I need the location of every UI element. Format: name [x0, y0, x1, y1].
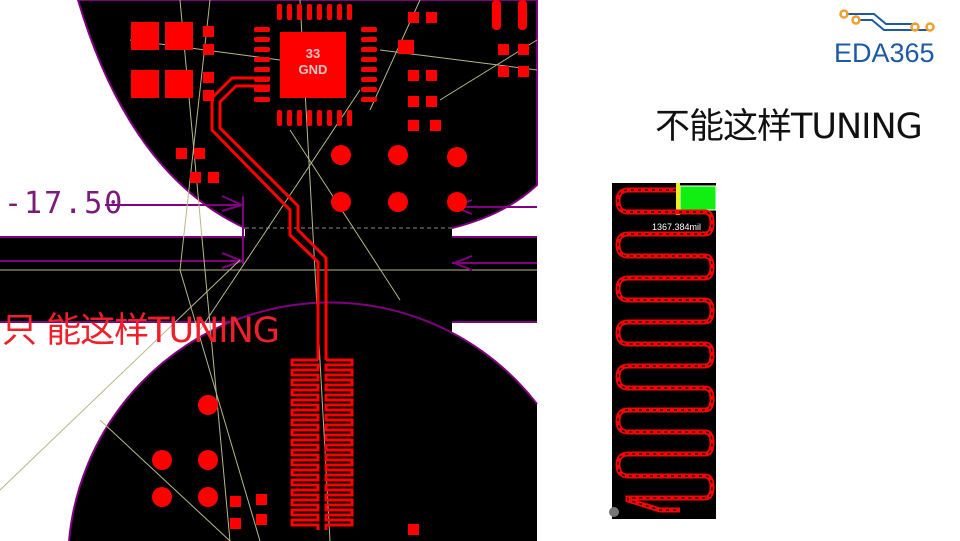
chip-pin [317, 110, 322, 126]
chip-pin [361, 37, 377, 42]
chip-pin [287, 4, 292, 20]
logo-circuit-icon [839, 9, 935, 32]
chip-pin [327, 110, 332, 126]
chip-pin [317, 4, 322, 20]
logo-text: EDA365 [834, 38, 935, 68]
chip-pin [361, 87, 377, 92]
chip-pin [254, 47, 270, 52]
chip-pin [361, 97, 377, 102]
chip-pin [337, 110, 342, 126]
chip-pin [254, 87, 270, 92]
chip-pin [361, 77, 377, 82]
tuning-inset [609, 183, 717, 519]
dimension-value: -17.50 [4, 186, 125, 221]
serpentine-trace [290, 358, 320, 530]
chip-pin [297, 4, 302, 20]
chip-pin [361, 57, 377, 62]
chip-net-name: GND [298, 62, 328, 77]
chip-pin [254, 97, 270, 102]
chip-pin [254, 27, 270, 32]
chip-pin [307, 4, 312, 20]
serpentine-trace [324, 358, 354, 530]
eda365-logo: EDA365 [834, 8, 954, 68]
chip-pin [307, 110, 312, 126]
pcb-board-left [0, 0, 538, 541]
chip-pin [287, 110, 292, 126]
chip-label: 33 GND [280, 46, 346, 78]
slide-title: 不能这样TUNING [655, 107, 923, 147]
chip-pin [361, 67, 377, 72]
left-caption: 只 能这样TUNING [2, 311, 280, 351]
trace-length-label: 1367.384mil [652, 222, 702, 232]
chip-pin [337, 4, 342, 20]
chip-pin [361, 27, 377, 32]
chip-pin [347, 4, 352, 20]
chip-pin [347, 110, 352, 126]
chip-pin [277, 110, 282, 126]
chip-pin [297, 110, 302, 126]
serpentine-trace [615, 187, 715, 513]
chip-pin [277, 4, 282, 20]
chip-pin [254, 67, 270, 72]
chip-pin-number: 33 [305, 46, 321, 61]
chip-pin [254, 37, 270, 42]
chip-pin [327, 4, 332, 20]
chip-pin [361, 47, 377, 52]
chip-pin [254, 57, 270, 62]
